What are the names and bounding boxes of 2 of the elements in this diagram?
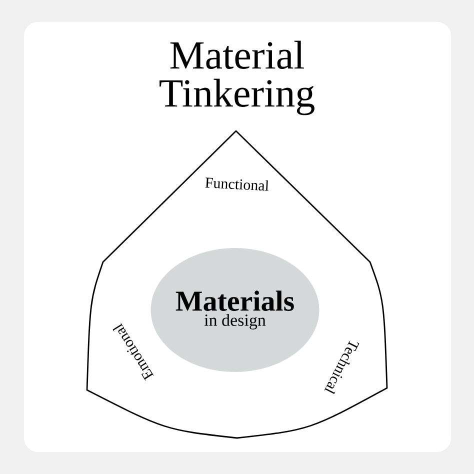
title: Material Tinkering xyxy=(160,40,314,116)
center-blob: Materials in design xyxy=(150,248,320,372)
